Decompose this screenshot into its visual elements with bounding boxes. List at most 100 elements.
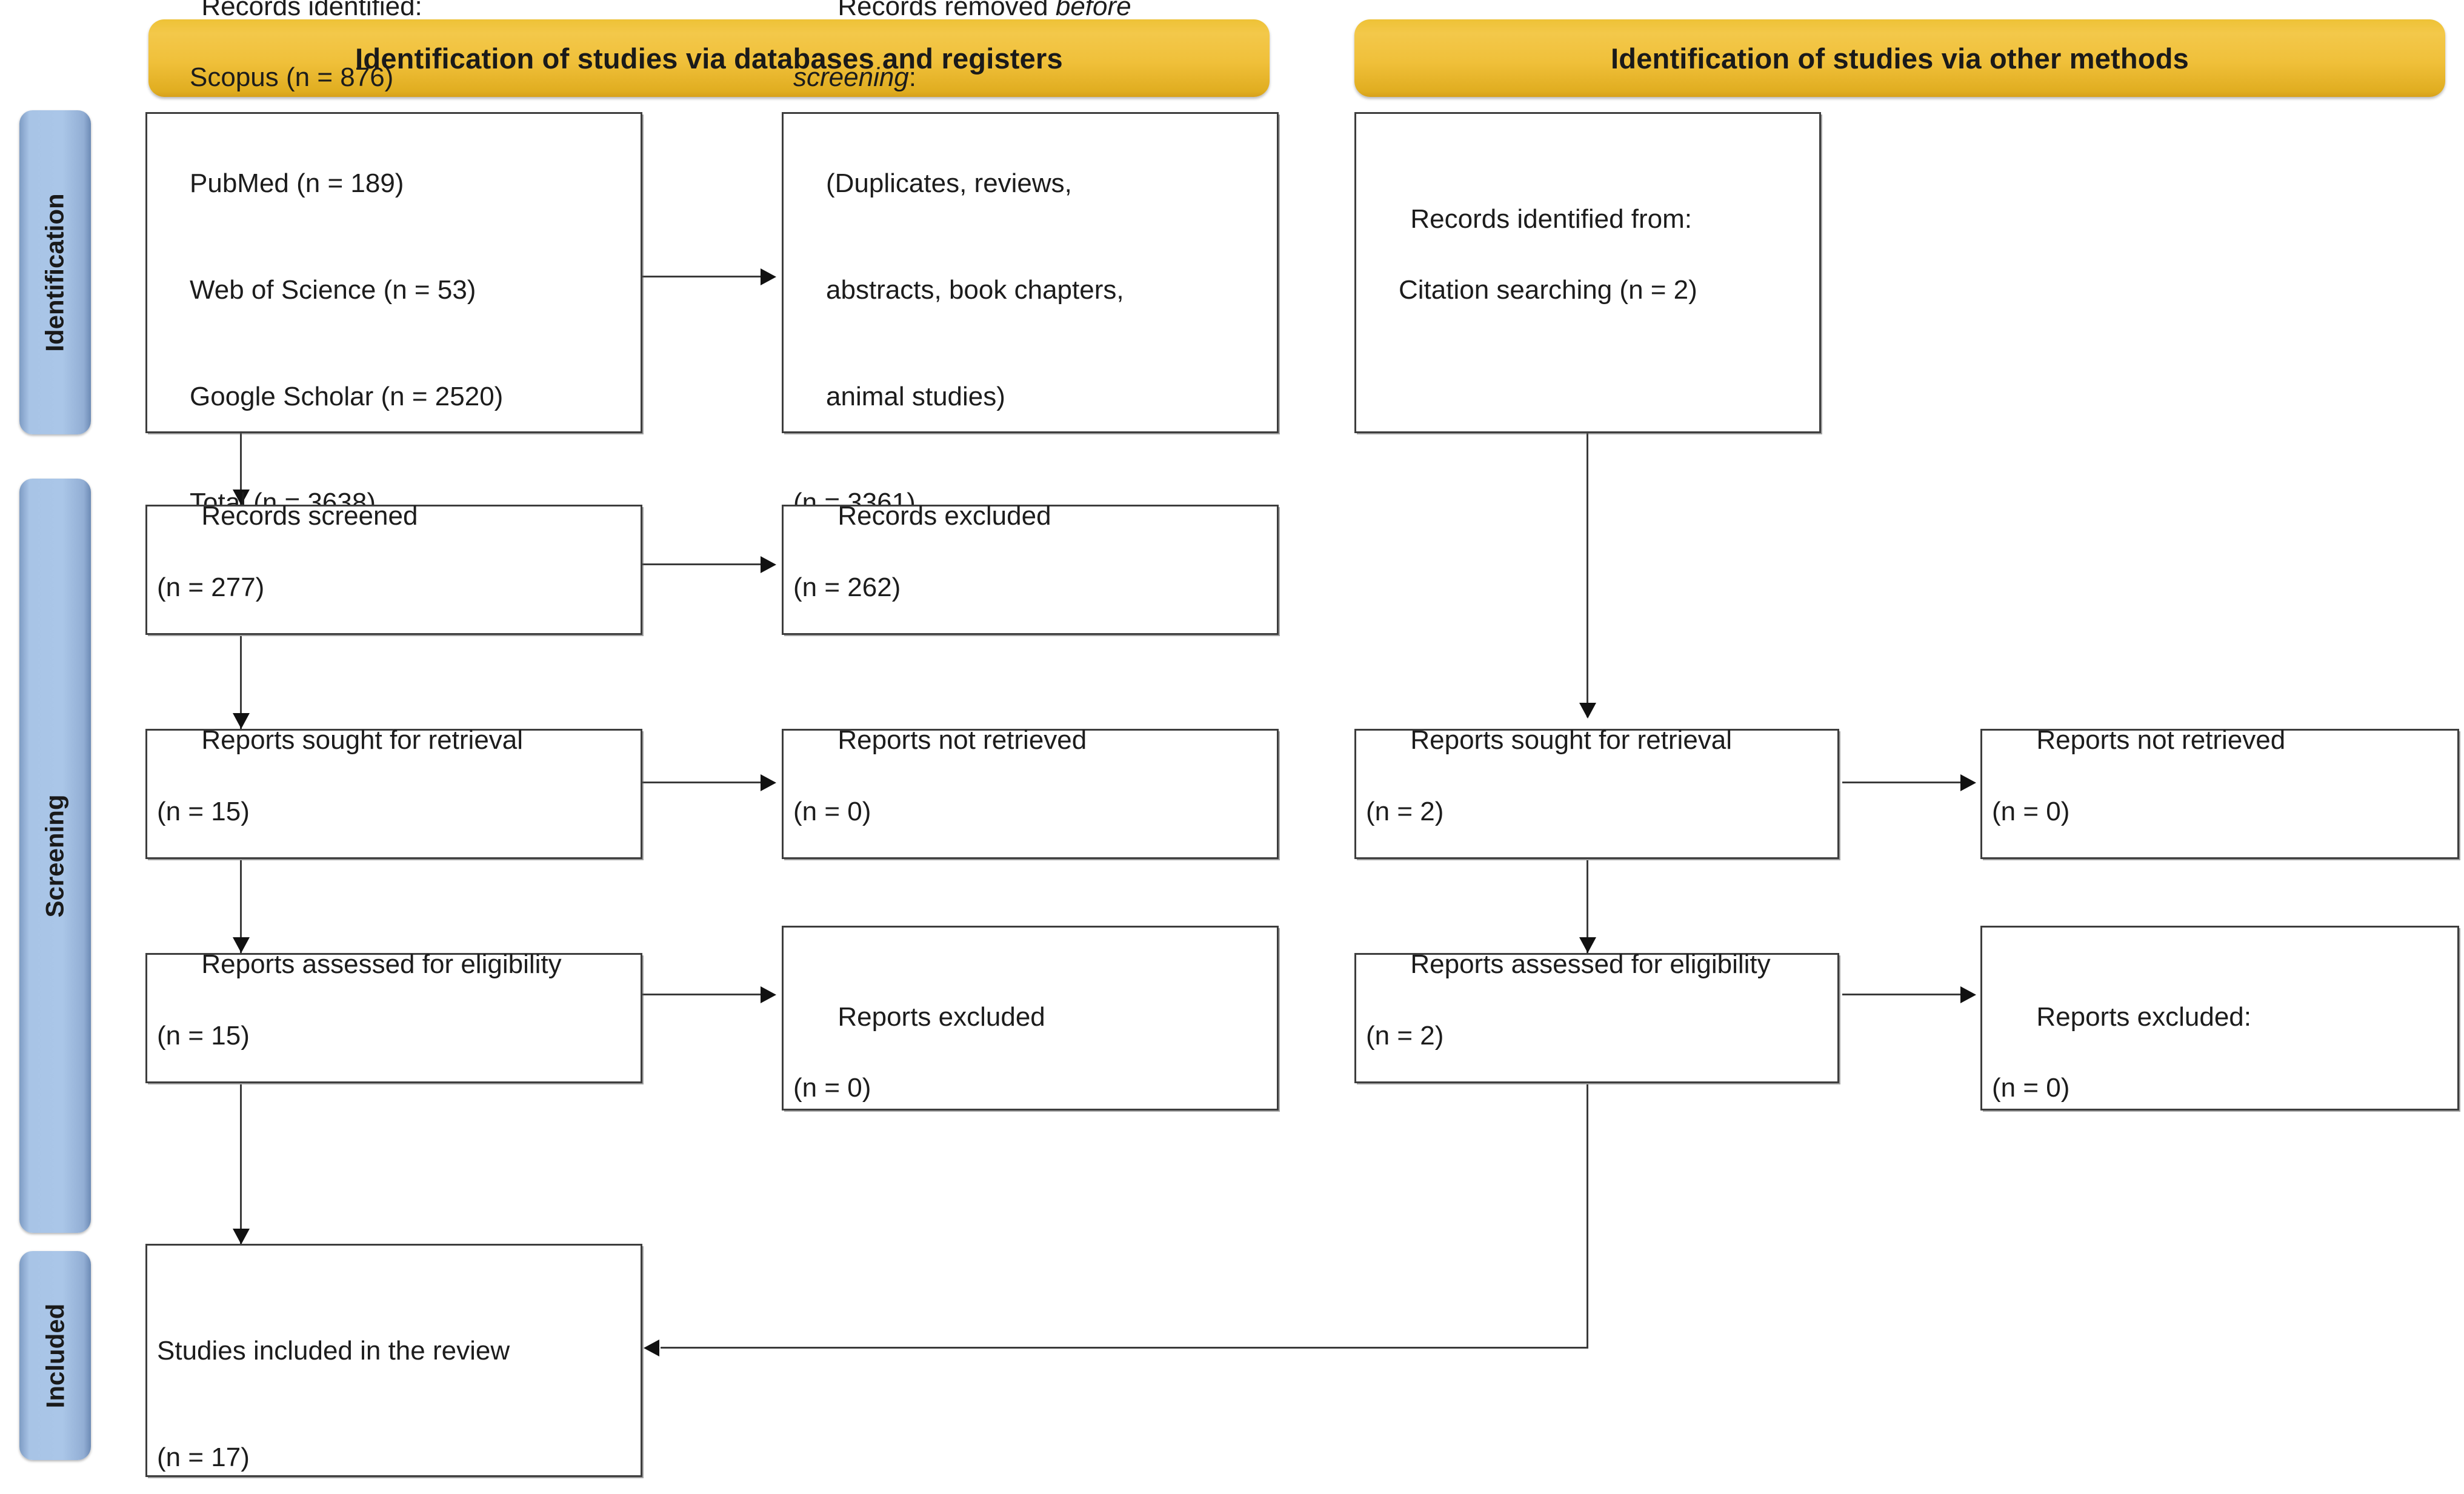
records-removed-screening-word: screening [793,62,909,92]
box-reports-excluded-right: Reports excluded: (n = 0) [1980,926,2459,1111]
studies-included-line-1: Studies included in the review [157,1336,510,1366]
band-other-methods: Identification of studies via other meth… [1354,19,2445,97]
arrowhead-screened-to-excluded [761,556,776,573]
connector-right-to-included-horizontal [661,1347,1588,1349]
box-reports-assessed-right-text: Reports assessed for eligibility (n = 2) [1356,912,1837,1124]
arrowhead-sought-to-not-retrieved-left [761,774,776,791]
records-removed-prefix: Records removed [837,0,1056,21]
box-reports-not-retrieved-left: Reports not retrieved (n = 0) [782,725,1279,859]
connector-sought-to-not-retrieved-right [1842,782,1963,783]
connector-sought-to-assessed-right [1587,860,1588,954]
connector-screened-to-sought [240,636,242,730]
arrowhead-screened-to-sought [233,713,250,729]
reports-sought-right-label: Reports sought for retrieval [1410,725,1733,755]
rail-screening: Screening [19,479,91,1233]
connector-assessed-to-included [240,1084,242,1245]
connector-screened-to-excluded [642,563,764,565]
records-removed-detail-3: animal studies) [826,381,1005,411]
reports-excluded-left-label: Reports excluded [837,1001,1045,1032]
reports-sought-right-count: (n = 2) [1366,796,1444,826]
box-reports-sought-left: Reports sought for retrieval (n = 15) [145,725,642,859]
box-reports-excluded-right-text: Reports excluded: (n = 0) [1982,928,2457,1177]
connector-identified-to-removed [642,276,764,277]
box-reports-excluded-left-text: Reports excluded (n = 0) [784,928,1277,1177]
box-reports-sought-right: Reports sought for retrieval (n = 2) [1354,725,1839,859]
reports-assessed-right-label: Reports assessed for eligibility [1410,949,1771,980]
box-records-removed: Records removed before screening: (Dupli… [782,0,1279,517]
records-identified-title: Records identified: [201,0,422,21]
box-records-identified-other: Records identified from: Citation search… [1354,112,1821,433]
arrowhead-identified-to-removed [761,268,776,285]
box-records-identified-other-text: Records identified from: Citation search… [1356,166,1819,379]
arrowhead-assessed-to-included [233,1229,250,1244]
box-reports-assessed-left-text: Reports assessed for eligibility (n = 15… [147,912,641,1124]
records-screened-label: Records screened [201,501,418,531]
box-reports-assessed-right: Reports assessed for eligibility (n = 2) [1354,949,1839,1083]
arrowhead-sought-to-assessed-right [1579,937,1596,953]
arrowhead-right-to-included [644,1340,659,1356]
box-records-removed-text: Records removed before screening: (Dupli… [784,0,1277,592]
records-identified-other-line-1: Citation searching (n = 2) [1399,275,1697,305]
arrowhead-assessed-to-excluded-right [1960,986,1976,1003]
reports-excluded-right-label: Reports excluded: [2036,1001,2252,1032]
records-identified-line-2: PubMed (n = 189) [190,168,404,199]
box-studies-included: Studies included in the review (n = 17) … [145,1244,642,1477]
box-reports-excluded-left: Reports excluded (n = 0) [782,926,1279,1111]
reports-assessed-right-count: (n = 2) [1366,1020,1444,1051]
connector-assessed-to-excluded-left [642,994,764,995]
connector-right-to-included-vertical [1587,1084,1588,1348]
band-databases-label: Identification of studies via databases … [355,42,1063,75]
band-databases-and-registers: Identification of studies via databases … [148,19,1270,97]
arrowhead-identified-to-screened [233,490,250,505]
reports-not-retrieved-right-label: Reports not retrieved [2036,725,2286,755]
rail-included-label: Included [41,1303,69,1408]
box-records-screened-text: Records screened (n = 277) [147,463,641,676]
records-excluded-label: Records excluded [837,501,1051,531]
connector-sought-to-not-retrieved-left [642,782,764,783]
reports-not-retrieved-left-label: Reports not retrieved [837,725,1087,755]
connector-assessed-to-excluded-right [1842,994,1963,995]
records-identified-other-title: Records identified from: [1410,204,1693,234]
box-reports-not-retrieved-right: Reports not retrieved (n = 0) [1980,725,2459,859]
studies-included-line-2: (n = 17) [157,1442,250,1472]
records-removed-line-1: Records removed before [837,0,1131,21]
arrowhead-sought-to-assessed-left [233,937,250,953]
reports-assessed-left-count: (n = 15) [157,1020,250,1051]
reports-excluded-left-count: (n = 0) [793,1072,871,1103]
box-records-identified-text: Records identified: Scopus (n = 876) Pub… [147,0,641,592]
reports-assessed-left-label: Reports assessed for eligibility [201,949,562,980]
rail-included: Included [19,1251,91,1460]
rail-identification-label: Identification [41,193,69,352]
connector-sought-to-assessed-left [240,860,242,954]
rail-identification: Identification [19,110,91,434]
records-removed-colon: : [908,62,917,92]
arrowhead-sought-to-not-retrieved-right [1960,774,1976,791]
reports-not-retrieved-right-count: (n = 0) [1992,796,2070,826]
reports-sought-left-count: (n = 15) [157,796,250,826]
records-removed-before-word: before [1055,0,1131,21]
box-reports-not-retrieved-left-text: Reports not retrieved (n = 0) [784,688,1277,900]
reports-not-retrieved-left-count: (n = 0) [793,796,871,826]
rail-screening-label: Screening [41,794,70,918]
records-screened-count: (n = 277) [157,572,265,602]
reports-excluded-right-count: (n = 0) [1992,1072,2070,1103]
box-records-excluded-text: Records excluded (n = 262) [784,463,1277,676]
reports-sought-left-label: Reports sought for retrieval [201,725,524,755]
records-excluded-count: (n = 262) [793,572,901,602]
box-reports-sought-left-text: Reports sought for retrieval (n = 15) [147,688,641,900]
arrowhead-assessed-to-excluded-left [761,986,776,1003]
records-identified-line-1: Scopus (n = 876) [190,62,394,92]
band-other-methods-label: Identification of studies via other meth… [1611,42,2189,75]
box-records-identified: Records identified: Scopus (n = 876) Pub… [145,0,642,517]
records-identified-line-3: Web of Science (n = 53) [190,275,476,305]
box-reports-assessed-left: Reports assessed for eligibility (n = 15… [145,949,642,1083]
connector-identified-to-screened [240,433,242,505]
box-reports-not-retrieved-right-text: Reports not retrieved (n = 0) [1982,688,2457,900]
box-records-excluded: Records excluded (n = 262) [782,501,1279,635]
arrowhead-other-identified-to-sought [1579,703,1596,719]
records-removed-detail-1: (Duplicates, reviews, [826,168,1072,199]
records-removed-line-2: screening: [793,60,1267,96]
records-identified-line-4: Google Scholar (n = 2520) [190,381,504,411]
box-records-screened: Records screened (n = 277) [145,501,642,635]
